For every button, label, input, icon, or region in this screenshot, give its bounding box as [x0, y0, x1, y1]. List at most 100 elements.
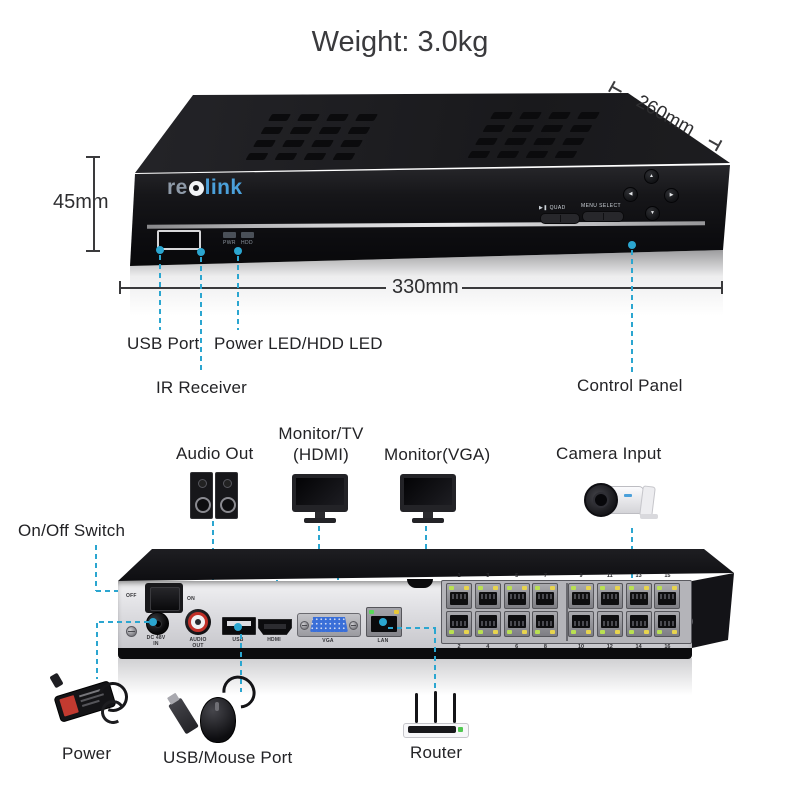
usb-port-label: USB Port [127, 334, 200, 353]
poe-port-10 [568, 611, 594, 637]
vent-slot [274, 153, 298, 160]
audio-label-1: AUDIO [189, 637, 207, 643]
vent-slot [489, 112, 513, 119]
vent-slot [569, 125, 593, 132]
poe-port-9 [568, 583, 594, 609]
vent-slot [540, 125, 564, 132]
poe-port-3 [474, 583, 501, 609]
poe-number-top: 3 [486, 572, 490, 579]
pwr-led [223, 232, 236, 238]
vent-slot [281, 140, 305, 147]
camera-input-label: Camera Input [556, 444, 662, 463]
vent-slot [318, 127, 342, 134]
poe-number-bottom: 2 [457, 644, 461, 650]
power-hdd-led-label: Power LED/HDD LED [214, 334, 383, 353]
poe-number-bottom: 16 [664, 644, 671, 650]
vent-slot [503, 138, 527, 145]
reolink-logo: re link [167, 176, 242, 200]
vent-slot [296, 114, 320, 121]
vent-slot [511, 125, 535, 132]
poe-number-bottom: 14 [635, 644, 642, 650]
vent-slot [252, 140, 276, 147]
usb-label: USB [232, 637, 244, 643]
control-panel-leader [631, 250, 633, 372]
led-dot [234, 247, 242, 255]
poe-number-bottom: 12 [606, 644, 613, 650]
poe-number-top: 11 [606, 572, 613, 579]
poe-port-15 [654, 583, 681, 609]
vent-slot [303, 153, 327, 160]
router-leader-h [388, 627, 436, 629]
usb-mouse-label: USB/Mouse Port [163, 748, 293, 767]
poe-number-top: 1 [457, 572, 461, 579]
vent-slot [474, 138, 498, 145]
dim-height-line [93, 157, 95, 251]
hdd-led [241, 232, 254, 238]
arrow-down-button: ▼ [645, 206, 660, 221]
vent-slot [525, 151, 549, 158]
weight-title: Weight: 3.0kg [311, 26, 489, 58]
poe-port-1 [446, 583, 472, 609]
poe-port-16 [654, 611, 681, 637]
power-leader-h [99, 621, 149, 623]
audio-out-label: Audio Out [176, 444, 254, 463]
ir-receiver-label: IR Receiver [156, 378, 248, 397]
poe-number-top: 13 [635, 572, 642, 579]
poe-port-8 [532, 611, 559, 637]
vent-slot [260, 127, 284, 134]
logo-re: re [167, 176, 188, 199]
poe-port-14 [625, 611, 652, 637]
monitor-hdmi-label-2: (HDMI) [293, 445, 349, 464]
vent-slot [245, 153, 269, 160]
pwr-led-label: PWR [223, 240, 236, 246]
audio-label-2: OUT [192, 643, 204, 649]
usbmouse-leader-v [240, 634, 242, 692]
on-off-switch-label: On/Off Switch [18, 521, 126, 540]
hdmi-leader-v1 [318, 526, 320, 552]
menu-select-label: MENU SELECT [581, 203, 621, 209]
vga-leader-v1 [425, 526, 427, 556]
dc-label-2: IN [153, 641, 159, 647]
led-leader [237, 256, 239, 330]
poe-port-11 [596, 583, 623, 609]
front-usb-port [157, 230, 201, 250]
poe-number-bottom: 4 [486, 644, 490, 650]
poe-port-5 [503, 583, 530, 609]
ir-receiver-leader [200, 257, 202, 373]
poe-port-7 [532, 583, 559, 609]
router-leader-v [434, 629, 436, 691]
menu-select-button [582, 211, 624, 222]
dc-label-1: DC 48V [146, 635, 166, 641]
vent-slot [347, 127, 371, 134]
control-panel-label: Control Panel [577, 376, 683, 395]
lan-label: LAN [377, 638, 389, 644]
vent-slot [482, 125, 506, 132]
vent-slot [576, 112, 600, 119]
poe-number-top: 7 [543, 572, 547, 579]
logo-lens-icon [188, 180, 204, 196]
poe-number-top: 15 [664, 572, 671, 579]
vent-slot [310, 140, 334, 147]
front-view-reflection [130, 250, 723, 332]
vent-slot [496, 151, 520, 158]
poe-number-bottom: 6 [515, 644, 519, 650]
vent-slot [561, 138, 585, 145]
rear-base [118, 648, 692, 659]
rear-right-side [692, 573, 734, 648]
vent-slot [467, 151, 491, 158]
vent-slot [325, 114, 349, 121]
poe-port-6 [503, 611, 530, 637]
poe-number-bottom: 10 [577, 644, 585, 650]
poe-port-13 [625, 583, 652, 609]
vent-slot [547, 112, 571, 119]
dim-height-text: 45mm [53, 191, 109, 213]
usb-port-leader [159, 255, 161, 330]
dim-width-cap-left [119, 281, 121, 294]
dim-width-line-right [462, 287, 721, 289]
power-leader-v [96, 623, 98, 679]
vent-slot [554, 151, 578, 158]
switch-off-label: OFF [126, 593, 137, 599]
power-dot [149, 618, 157, 626]
usbmouse-dot [234, 623, 242, 631]
